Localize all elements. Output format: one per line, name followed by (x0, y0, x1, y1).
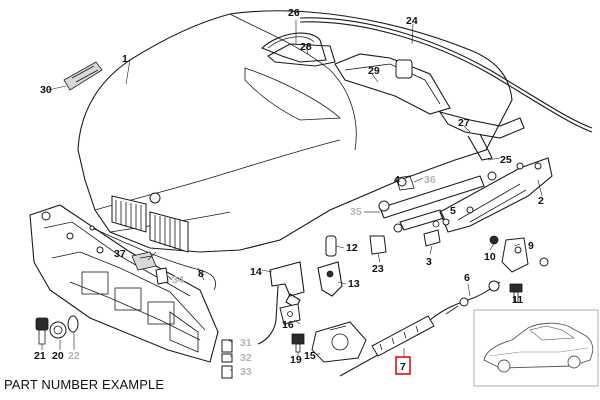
callout-1[interactable]: 1 (122, 53, 128, 65)
seal-28[interactable] (267, 43, 336, 67)
seal-27[interactable] (438, 111, 525, 161)
callout-31[interactable]: 31 (240, 337, 252, 349)
callout-24[interactable]: 24 (406, 15, 418, 27)
callout-labels: 1 2 3 4 5 6 7 8 9 10 11 12 13 14 15 16 1… (34, 7, 544, 378)
hood-hinge[interactable] (439, 157, 553, 233)
release-cable-7[interactable] (339, 315, 435, 377)
release-cable[interactable] (89, 225, 217, 291)
caption: PART NUMBER EXAMPLE (4, 377, 165, 392)
safety-catch[interactable] (257, 261, 305, 345)
callout-3[interactable]: 3 (426, 256, 432, 268)
callout-13[interactable]: 13 (348, 278, 360, 290)
badge-strip[interactable] (63, 61, 103, 91)
bolt-19[interactable] (291, 333, 305, 353)
buffer-22[interactable] (67, 315, 79, 333)
weatherstrip-seal[interactable] (299, 17, 593, 133)
buffer-12[interactable] (325, 235, 337, 257)
callout-11[interactable]: 11 (512, 294, 523, 306)
callout-21[interactable]: 21 (34, 350, 46, 362)
front-panel[interactable] (29, 204, 219, 363)
callout-2[interactable]: 2 (538, 195, 544, 207)
hood-panel[interactable] (77, 10, 513, 253)
gas-strut[interactable] (378, 175, 485, 233)
callout-8[interactable]: 8 (198, 268, 204, 280)
callout-30[interactable]: 30 (40, 84, 52, 96)
callout-26[interactable]: 26 (288, 7, 300, 19)
callout-28[interactable]: 28 (300, 41, 312, 53)
hood-lock[interactable] (311, 321, 367, 363)
callout-22[interactable]: 22 (68, 350, 80, 362)
callout-14[interactable]: 14 (250, 266, 262, 278)
callout-19[interactable]: 19 (290, 354, 302, 366)
bracket-16[interactable] (279, 303, 301, 325)
callout-12[interactable]: 12 (346, 242, 358, 254)
clip-37[interactable] (131, 251, 157, 271)
bowden-cable[interactable] (429, 280, 501, 321)
callout-23[interactable]: 23 (372, 263, 384, 275)
callout-7[interactable]: 7 (400, 361, 406, 373)
callout-5[interactable]: 5 (450, 205, 456, 217)
callout-9[interactable]: 9 (528, 240, 534, 252)
callout-15[interactable]: 15 (304, 350, 316, 362)
callout-27[interactable]: 27 (458, 117, 470, 129)
clip-3[interactable] (423, 220, 441, 247)
callout-32[interactable]: 32 (240, 352, 252, 364)
bolt-10[interactable] (489, 235, 499, 245)
striker-13[interactable] (317, 261, 343, 297)
callout-35[interactable]: 35 (350, 206, 362, 218)
seal-29[interactable] (334, 53, 451, 115)
seal-26[interactable] (260, 32, 327, 63)
callout-16[interactable]: 16 (282, 319, 294, 331)
callout-10[interactable]: 10 (484, 251, 496, 263)
buffer-23[interactable] (369, 235, 387, 255)
callout-7-highlight (395, 356, 411, 375)
bracket-9[interactable] (501, 237, 549, 273)
vehicle-thumbnail[interactable] (473, 309, 599, 387)
buffer-20[interactable] (49, 321, 67, 339)
bolt-11[interactable] (509, 283, 523, 303)
bolt-31-33[interactable] (221, 339, 233, 379)
callout-34[interactable]: 34 (172, 274, 184, 286)
callout-36[interactable]: 36 (424, 174, 436, 186)
callout-25[interactable]: 25 (500, 154, 512, 166)
callout-20[interactable]: 20 (52, 350, 64, 362)
callout-4[interactable]: 4 (394, 174, 400, 186)
callout-6[interactable]: 6 (464, 272, 470, 284)
callout-33[interactable]: 33 (240, 366, 252, 378)
bolt-34[interactable] (155, 267, 169, 285)
buffer-21[interactable] (35, 317, 49, 345)
callout-29[interactable]: 29 (368, 65, 380, 77)
leader-lines (41, 20, 543, 371)
callout-37[interactable]: 37 (114, 248, 126, 260)
